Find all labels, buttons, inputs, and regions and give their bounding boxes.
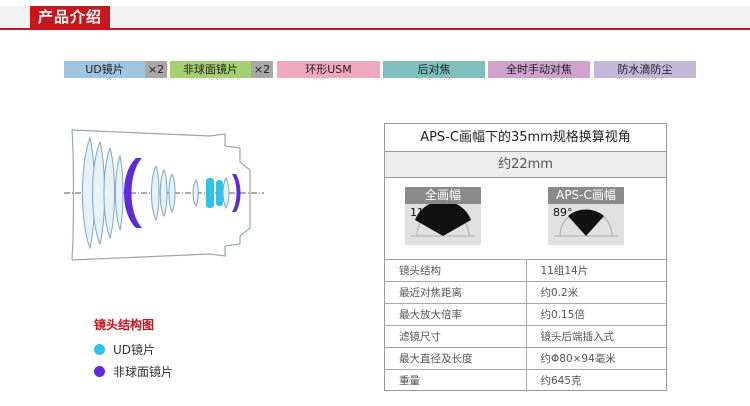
legend-item-aspherical: 非球面镜片 xyxy=(94,363,173,380)
ud-element xyxy=(216,180,223,206)
apsc-label: APS-C画幅 xyxy=(548,187,624,204)
full-frame-angle-icon xyxy=(411,204,475,237)
front-element xyxy=(92,140,105,246)
feature-ud-lens: UD镜片 ×2 xyxy=(64,61,167,78)
rear-element xyxy=(192,179,199,207)
full-frame-card: 全画幅 114° xyxy=(405,187,481,245)
table-row: 滤镜尺寸镜头后端插入式 xyxy=(385,325,666,348)
feature-multiplier: ×2 xyxy=(251,61,273,78)
middle-element xyxy=(159,168,168,218)
spec-key: 滤镜尺寸 xyxy=(385,325,527,348)
lens-construction-diagram xyxy=(64,129,264,261)
full-frame-angle: 114° xyxy=(410,206,437,219)
rear-element xyxy=(222,176,230,210)
cyan-dot-icon xyxy=(94,344,105,355)
feature-label: 防水滴防尘 xyxy=(594,61,696,78)
apsc-angle: 89° xyxy=(553,206,573,219)
feature-label: 全时手动对焦 xyxy=(488,61,590,78)
spec-title: APS-C画幅下的35mm规格换算视角 xyxy=(385,124,666,152)
purple-dot-icon xyxy=(94,366,105,377)
front-element xyxy=(103,146,115,240)
aspherical-element xyxy=(124,158,142,228)
feature-full-time-manual: 全时手动对焦 xyxy=(488,61,590,78)
legend-label: UD镜片 xyxy=(113,343,156,357)
apsc-card: APS-C画幅 89° xyxy=(548,187,624,245)
table-row: 重量约645克 xyxy=(385,369,666,392)
spec-key: 重量 xyxy=(385,369,527,392)
ud-element xyxy=(206,178,214,208)
table-row: 最大直径及长度约Φ80×94毫米 xyxy=(385,347,666,370)
front-element xyxy=(115,154,124,232)
table-row: 最近对焦距离约0.2米 xyxy=(385,281,666,304)
feature-label: UD镜片 xyxy=(64,61,145,78)
feature-multiplier: ×2 xyxy=(145,61,167,78)
feature-label: 非球面镜片 xyxy=(170,61,251,78)
table-row: 最大放大倍率约0.15倍 xyxy=(385,303,666,326)
aspherical-element xyxy=(232,174,241,212)
spec-value: 11组14片 xyxy=(526,259,666,282)
spec-key: 镜头结构 xyxy=(385,259,527,282)
header-divider xyxy=(0,28,750,30)
spec-value: 约645克 xyxy=(526,369,666,392)
feature-aspherical: 非球面镜片 ×2 xyxy=(170,61,273,78)
feature-label: 环形USM xyxy=(277,61,380,78)
angle-of-view-comparison: 全画幅 114° APS-C画幅 89° xyxy=(385,179,666,259)
feature-weather-sealing: 防水滴防尘 xyxy=(594,61,696,78)
spec-key: 最大直径及长度 xyxy=(385,347,527,370)
spec-value: 镜头后端插入式 xyxy=(526,325,666,348)
spec-value: 约0.15倍 xyxy=(526,303,666,326)
spec-key: 最近对焦距离 xyxy=(385,281,527,304)
lens-front-edge xyxy=(71,129,75,261)
legend-title: 镜头结构图 xyxy=(94,318,155,332)
legend-label: 非球面镜片 xyxy=(113,365,174,379)
spec-value: 约0.2米 xyxy=(526,281,666,304)
full-frame-label: 全画幅 xyxy=(405,187,481,204)
section-title: 产品介绍 xyxy=(30,6,110,28)
apsc-angle-icon xyxy=(554,209,618,237)
lens-housing-outline xyxy=(71,129,251,261)
spec-key: 最大放大倍率 xyxy=(385,303,527,326)
middle-element xyxy=(168,172,176,214)
feature-label: 后对焦 xyxy=(383,61,485,78)
legend-item-ud: UD镜片 xyxy=(94,341,155,358)
feature-rear-focus: 后对焦 xyxy=(383,61,485,78)
spec-value: 约Φ80×94毫米 xyxy=(526,347,666,370)
header-bar xyxy=(0,6,750,28)
equivalent-focal-length: 约22mm xyxy=(385,152,666,178)
middle-element xyxy=(151,164,160,222)
spec-panel: APS-C画幅下的35mm规格换算视角 约22mm 全画幅 114° APS-C… xyxy=(384,123,667,392)
feature-ring-usm: 环形USM xyxy=(277,61,380,78)
